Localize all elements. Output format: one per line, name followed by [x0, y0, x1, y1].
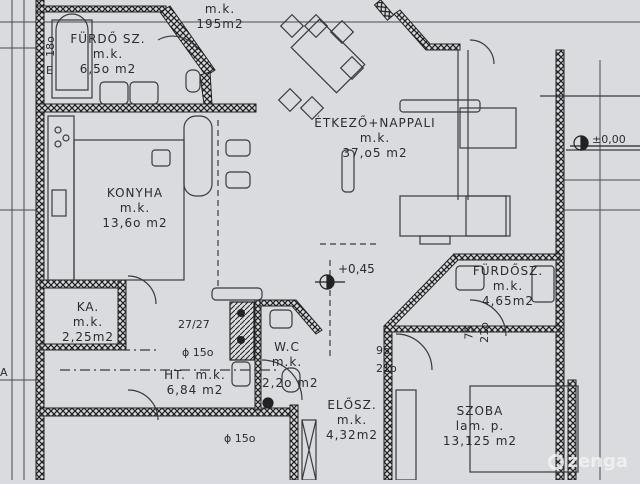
- room-floor: m.k.: [492, 279, 524, 293]
- room-name: ÉTKEZŐ+NAPPALI: [314, 116, 436, 130]
- room-label-kamra: KA. m.k. 2,25m2: [60, 300, 116, 345]
- window-marker: E: [46, 64, 53, 77]
- room-name: W.C: [274, 340, 300, 354]
- room-name: KA.: [76, 300, 100, 314]
- room-area: 13,125 m2: [442, 434, 518, 448]
- room-name: SZOBA: [456, 404, 504, 418]
- zenga-logo-icon: [548, 453, 565, 470]
- flue-diameter-2: ϕ 15o: [224, 432, 256, 445]
- window-height: 18o: [43, 36, 57, 57]
- room-label-szoba: SZOBA lam. p. 13,125 m2: [430, 404, 530, 449]
- watermark-text: zenga: [567, 451, 628, 472]
- room-floor: m.k.: [119, 201, 151, 215]
- room-area: 6,84 m2: [166, 383, 224, 397]
- room-label-furdoszoba-2: FÜRDŐSZ. m.k. 4,65m2: [466, 264, 550, 309]
- room-name: ELŐSZ.: [327, 398, 377, 412]
- room-label-top: m.k. 195m2: [190, 2, 250, 32]
- door-width-2: 75: [462, 325, 476, 340]
- room-floor: m.k.: [92, 47, 124, 61]
- door-height-2: 21o: [477, 322, 491, 343]
- chimney-size: 27/27: [178, 318, 210, 331]
- room-floor: m.k.: [72, 315, 104, 329]
- room-area: 6,5o m2: [79, 62, 137, 76]
- room-label-eloszoba: ELŐSZ. m.k. 4,32m2: [320, 398, 384, 443]
- room-area: 4,65m2: [481, 294, 535, 308]
- room-floor: m.k.: [204, 2, 236, 16]
- room-label-wc: W.C m.k. 2,2o m2: [262, 340, 319, 391]
- level-mid: +0,45: [338, 262, 375, 276]
- room-floor: m.k.: [271, 355, 303, 369]
- flue-diameter-1: ϕ 15o: [182, 346, 214, 359]
- room-area: 2,2o m2: [262, 376, 319, 390]
- room-area: 13,6o m2: [102, 216, 168, 230]
- room-floor: m.k.: [336, 413, 368, 427]
- room-label-furdoszoba-1: FÜRDŐ SZ. m.k. 6,5o m2: [58, 32, 158, 77]
- room-name: HT.: [164, 368, 186, 382]
- watermark: zenga: [548, 451, 628, 472]
- room-area: 195m2: [196, 17, 244, 31]
- room-floor: lam. p.: [455, 419, 505, 433]
- section-marker: A: [0, 366, 8, 379]
- room-area: 4,32m2: [325, 428, 379, 442]
- room-label-etkezo-nappali: ÉTKEZŐ+NAPPALI m.k. 37,o5 m2: [290, 116, 460, 161]
- room-floor: m.k.: [359, 131, 391, 145]
- level-main: ±0,00: [592, 133, 626, 146]
- door-width: 9o: [376, 344, 390, 357]
- room-name: FÜRDŐ SZ.: [70, 32, 146, 46]
- room-floor: m.k.: [195, 368, 226, 382]
- room-label-konyha: KONYHA m.k. 13,6o m2: [90, 186, 180, 231]
- room-area: 2,25m2: [61, 330, 115, 344]
- room-area: 37,o5 m2: [342, 146, 408, 160]
- room-label-haztartasi: HT. m.k. 6,84 m2: [150, 368, 240, 398]
- door-height: 21o: [376, 362, 397, 375]
- room-name: KONYHA: [106, 186, 164, 200]
- room-name: FÜRDŐSZ.: [472, 264, 544, 278]
